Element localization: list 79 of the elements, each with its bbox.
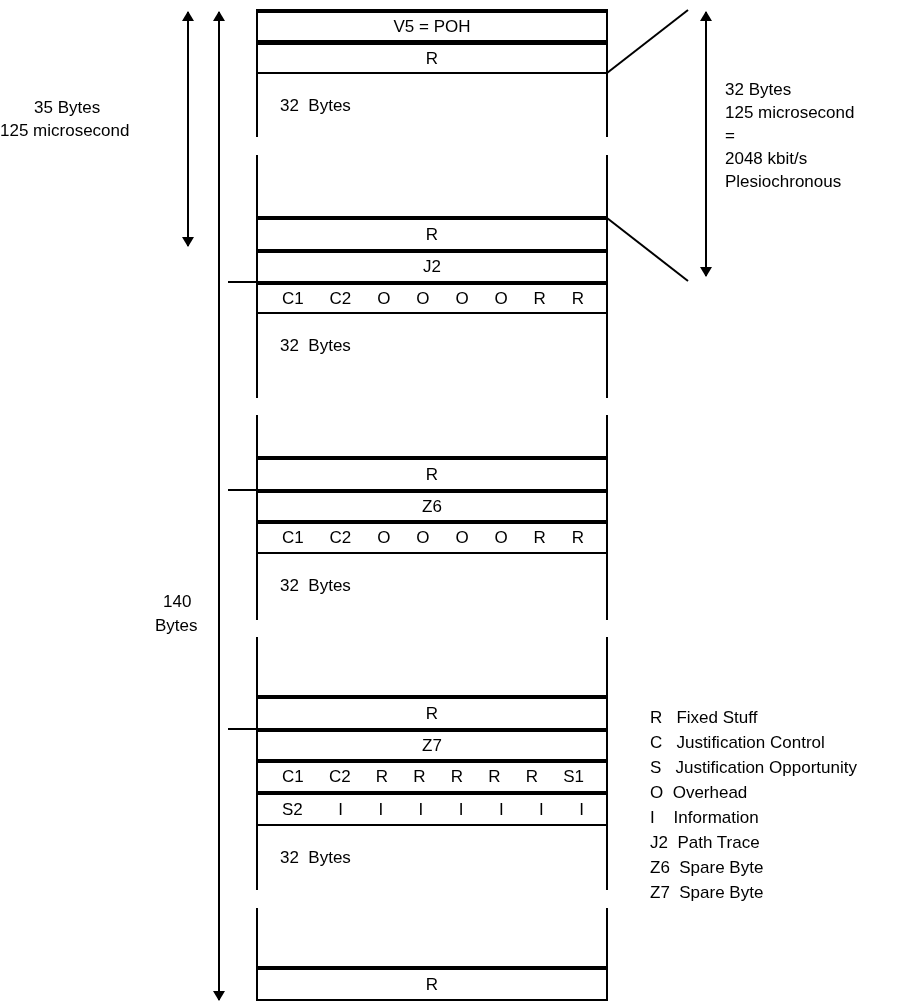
dimension-label: 32 Bytes	[725, 80, 792, 100]
byte-label: R	[425, 464, 439, 485]
byte-code: R	[375, 767, 389, 787]
legend-entry: O Overhead	[650, 783, 748, 803]
byte-code: O	[416, 528, 430, 548]
byte-code: O	[455, 528, 469, 548]
legend-entry: Z7 Spare Byte	[650, 883, 764, 903]
byte-count: 32 Bytes	[280, 576, 351, 596]
byte-row	[256, 456, 608, 491]
byte-row	[256, 520, 608, 554]
dimension-label: 35 Bytes	[34, 98, 101, 118]
payload-block	[256, 314, 608, 458]
byte-row	[256, 41, 608, 74]
byte-code: R	[571, 288, 584, 309]
dimension-label: 2048 kbit/s	[725, 149, 808, 169]
byte-code: C2	[328, 767, 351, 787]
legend-entry: C Justification Control	[650, 733, 825, 753]
byte-code: O	[455, 288, 469, 309]
byte-row	[256, 695, 608, 730]
dimension-label: =	[725, 126, 735, 146]
payload-block	[256, 826, 608, 969]
dimension-label: Bytes	[155, 616, 198, 636]
byte-code: R	[488, 767, 501, 787]
byte-code: C1	[282, 528, 304, 548]
byte-label: R	[425, 224, 439, 245]
byte-code: R	[413, 767, 426, 787]
byte-code: R	[533, 288, 546, 309]
byte-label: Z7	[422, 736, 442, 756]
byte-code: R	[533, 528, 546, 548]
byte-row	[256, 9, 608, 42]
byte-label: Z6	[422, 497, 442, 517]
legend-entry: R Fixed Stuff	[650, 708, 758, 728]
legend-entry: J2 Path Trace	[650, 833, 760, 853]
byte-label: R	[425, 703, 439, 724]
byte-row	[256, 489, 608, 523]
byte-label: J2	[423, 257, 441, 277]
byte-code: I	[338, 799, 343, 820]
byte-code: I	[498, 799, 504, 820]
byte-row	[256, 728, 608, 762]
byte-code: I	[458, 799, 464, 820]
legend-entry: I Information	[650, 808, 759, 828]
byte-row	[256, 966, 608, 1001]
byte-row	[256, 249, 608, 283]
byte-code: O	[494, 288, 508, 309]
byte-code: I	[378, 799, 384, 820]
byte-code: O	[494, 528, 508, 548]
byte-code: C2	[329, 528, 352, 548]
byte-code: O	[377, 528, 391, 548]
byte-row	[256, 281, 608, 314]
byte-row	[256, 216, 608, 251]
byte-code: I	[539, 799, 544, 820]
byte-code: O	[416, 288, 430, 309]
byte-code: S2	[282, 799, 303, 820]
byte-code: I	[418, 799, 424, 820]
dimension-label: 140	[163, 592, 192, 612]
byte-code: C1	[282, 288, 304, 309]
byte-code: C1	[282, 767, 304, 787]
byte-code: R	[525, 767, 538, 787]
dimension-label: 125 microsecond	[725, 103, 855, 123]
dimension-label: 125 microsecond	[0, 121, 130, 141]
byte-label: V5 = POH	[393, 16, 471, 37]
payload-block	[256, 554, 608, 698]
byte-code: R	[571, 528, 584, 548]
byte-label: R	[425, 48, 439, 69]
byte-row	[256, 759, 608, 793]
byte-code: S1	[563, 767, 584, 787]
byte-count: 32 Bytes	[280, 848, 351, 868]
payload-block	[256, 74, 608, 219]
byte-count: 32 Bytes	[280, 336, 351, 356]
byte-row	[256, 791, 608, 826]
byte-code: R	[450, 767, 464, 787]
byte-code: C2	[329, 288, 352, 309]
dimension-label: Plesiochronous	[725, 172, 842, 192]
byte-code: I	[579, 799, 584, 820]
byte-code: O	[377, 288, 391, 309]
legend-entry: S Justification Opportunity	[650, 758, 857, 778]
byte-count: 32 Bytes	[280, 96, 351, 116]
byte-label: R	[425, 974, 439, 995]
legend-entry: Z6 Spare Byte	[650, 858, 764, 878]
